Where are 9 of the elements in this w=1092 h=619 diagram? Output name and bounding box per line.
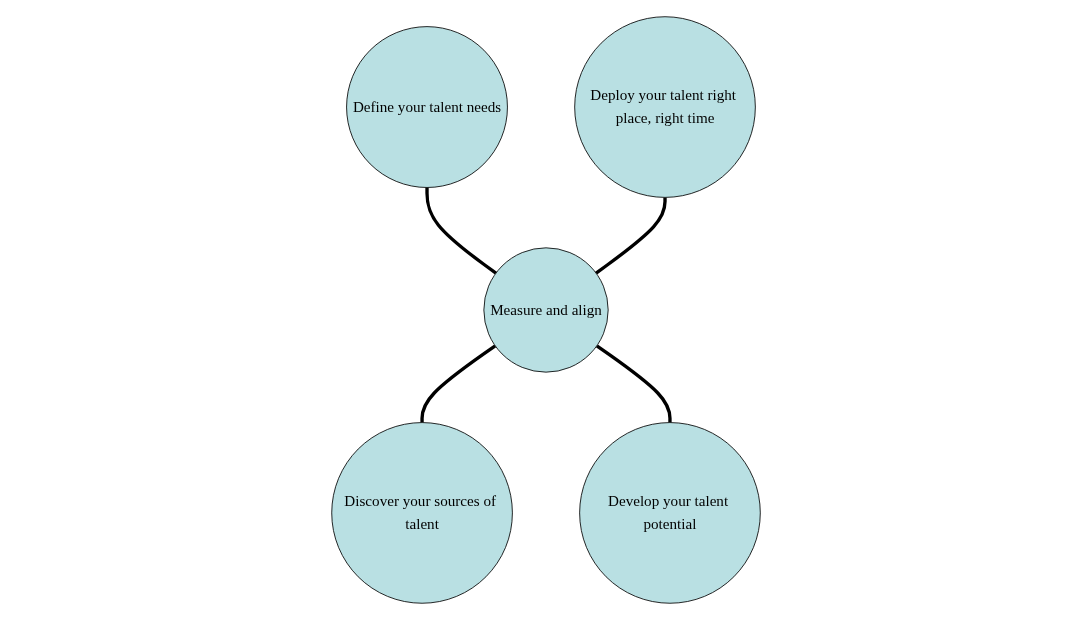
node-circle: Deploy your talent right place, right time	[574, 15, 756, 198]
connector	[420, 343, 497, 423]
node-circle: Measure and align	[483, 246, 609, 373]
node-circle: Define your talent needs	[346, 25, 508, 188]
connector	[595, 196, 667, 275]
connector	[425, 187, 497, 275]
connector	[595, 343, 672, 423]
node-circle: Discover your sources of talent	[331, 421, 513, 604]
node-circle: Develop your talent potential	[579, 421, 761, 604]
